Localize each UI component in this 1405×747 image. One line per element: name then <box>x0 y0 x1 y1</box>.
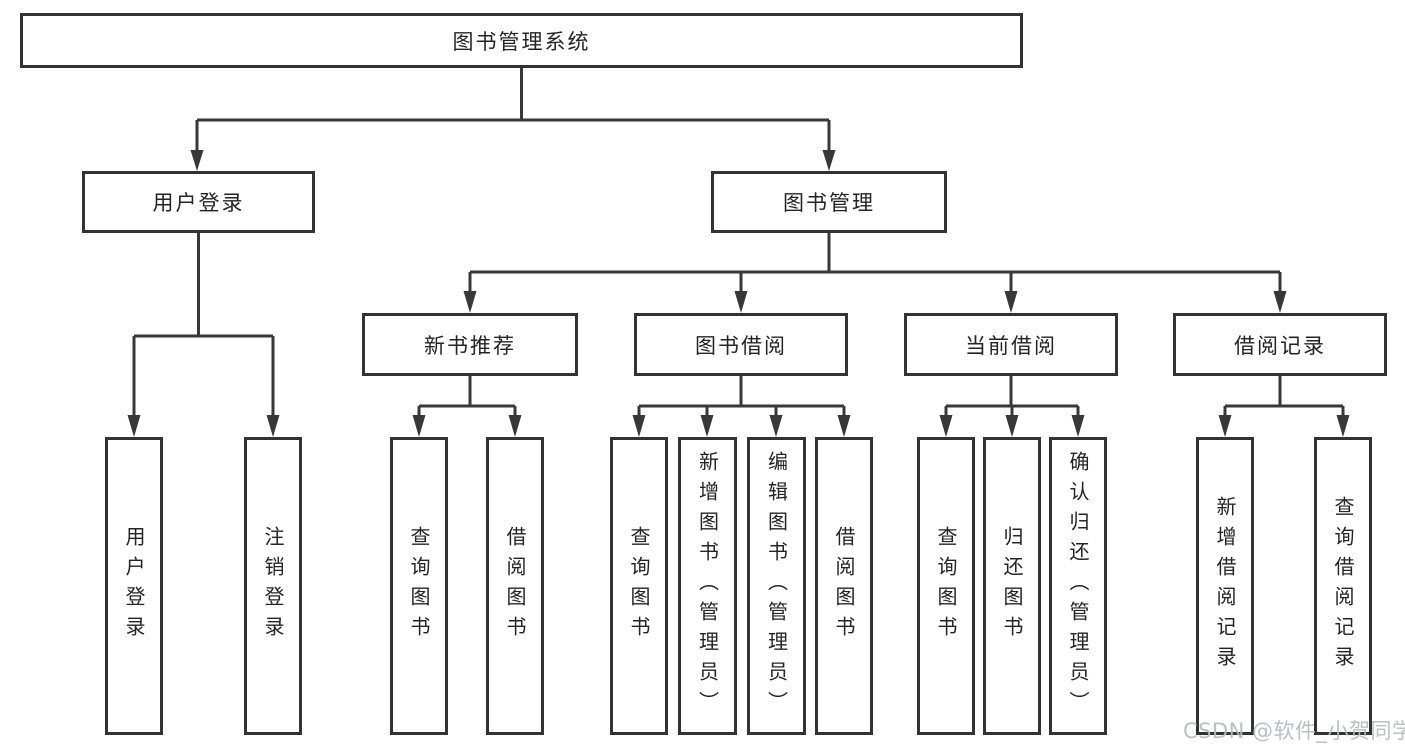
leaf-confirm-return-admin: 确认归还（管理员） <box>1049 437 1107 735</box>
connector-current-borrow-to-leaves <box>939 376 1085 437</box>
leaf-query-books-current: 查询图书 <box>917 437 975 735</box>
node-root-library-system: 图书管理系统 <box>20 13 1023 68</box>
arrowhead <box>508 415 522 437</box>
arrowhead <box>190 150 204 171</box>
leaf-add-books-admin: 新增图书（管理员） <box>678 437 737 735</box>
arrowhead <box>1071 415 1085 437</box>
node-borrow-record: 借阅记录 <box>1173 313 1387 376</box>
connector-book-borrow-to-leaves <box>632 376 851 437</box>
node-book-management: 图书管理 <box>711 171 947 233</box>
arrowhead <box>1218 415 1232 437</box>
connector-user-login-to-leaves <box>127 233 280 437</box>
arrowhead <box>1004 291 1018 313</box>
connector-new-book-to-leaves <box>412 376 522 437</box>
leaf-query-books-borrow: 查询图书 <box>610 437 668 735</box>
leaf-logout: 注销登录 <box>244 437 302 735</box>
node-user-login: 用户登录 <box>82 171 315 233</box>
connector-root-to-level2 <box>190 68 836 171</box>
arrowhead <box>1273 291 1287 313</box>
leaf-edit-books-admin: 编辑图书（管理员） <box>747 437 806 735</box>
arrowhead <box>463 291 477 313</box>
arrowhead <box>700 415 714 437</box>
leaf-query-borrow-record: 查询借阅记录 <box>1314 437 1372 735</box>
csdn-watermark: CSDN @软件_小贺同学 <box>1183 719 1405 743</box>
arrowhead <box>769 415 783 437</box>
arrowhead <box>127 415 141 437</box>
leaf-add-borrow-record: 新增借阅记录 <box>1196 437 1254 735</box>
leaf-query-books-recommend: 查询图书 <box>390 437 448 735</box>
arrowhead <box>837 415 851 437</box>
arrowhead <box>1005 415 1019 437</box>
node-book-borrow: 图书借阅 <box>634 313 848 376</box>
arrowhead <box>734 291 748 313</box>
arrowhead <box>632 415 646 437</box>
leaf-return-books: 归还图书 <box>983 437 1041 735</box>
arrowhead <box>266 415 280 437</box>
arrowhead <box>1336 415 1350 437</box>
arrowhead <box>412 415 426 437</box>
arrowhead <box>822 150 836 171</box>
connector-borrow-record-to-leaves <box>1218 376 1350 437</box>
leaf-borrow-books: 借阅图书 <box>815 437 873 735</box>
leaf-borrow-books-recommend: 借阅图书 <box>486 437 544 735</box>
connector-book-management-to-level3 <box>463 233 1287 313</box>
leaf-user-login: 用户登录 <box>105 437 163 735</box>
arrowhead <box>939 415 953 437</box>
node-current-borrow: 当前借阅 <box>904 313 1118 376</box>
node-new-book-recommend: 新书推荐 <box>362 313 578 376</box>
